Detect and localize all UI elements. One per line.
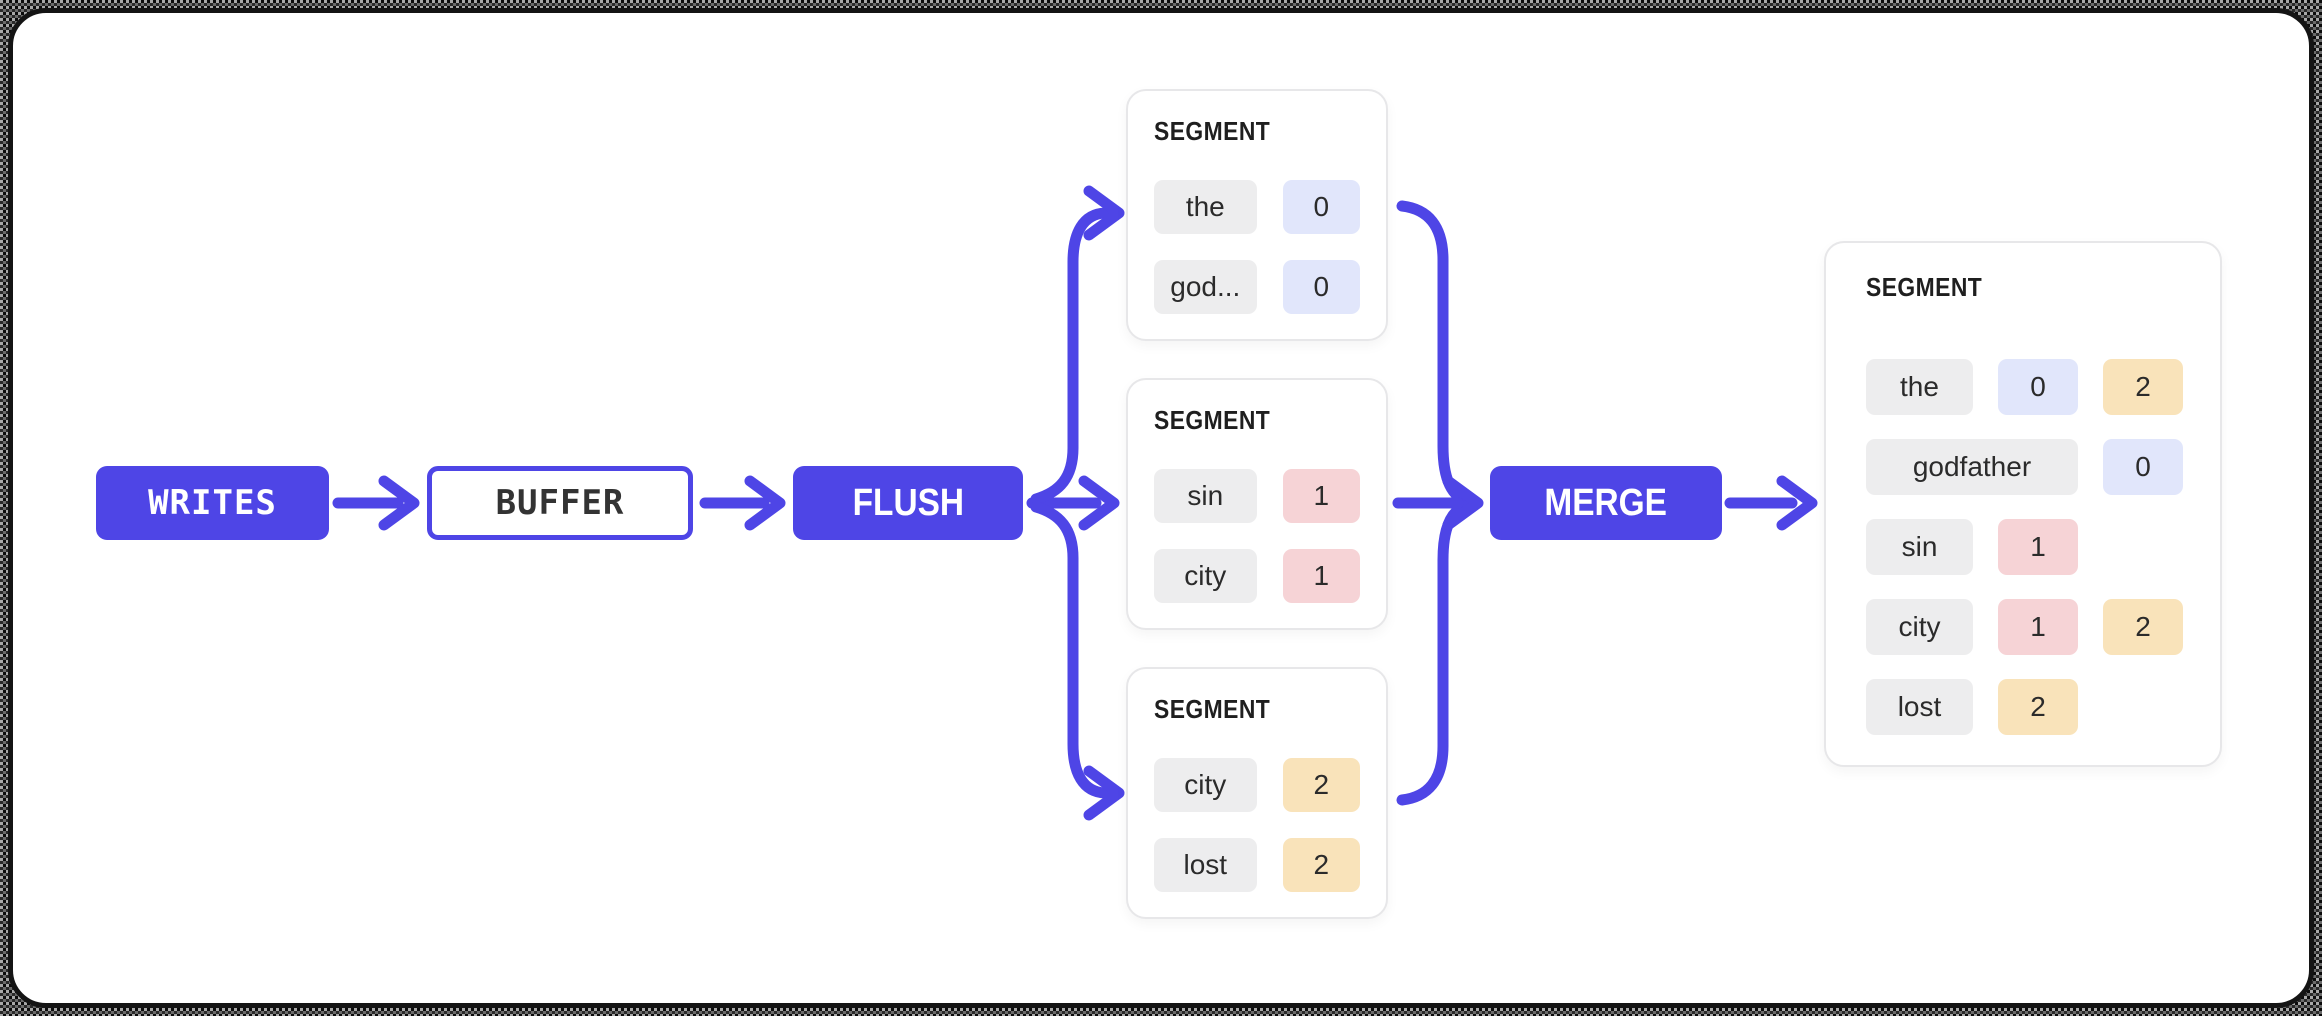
term-chip: lost — [1154, 838, 1257, 892]
segment-id-chip: 2 — [1282, 838, 1360, 892]
term-chip: godfather — [1866, 439, 2078, 495]
merged-segment-box: SEGMENT the 0 2 godfather 0 sin 1 city 1… — [1824, 241, 2222, 767]
segment-2-rows: sin 1 city 1 — [1154, 469, 1360, 603]
arrowhead-merge-segment — [1776, 475, 1818, 531]
node-merge-label: MERGE — [1544, 481, 1668, 524]
term-chip: god... — [1154, 260, 1257, 314]
segment-id-chip: 0 — [1998, 359, 2078, 415]
segment-row: the 0 — [1154, 180, 1360, 234]
segment-3-rows: city 2 lost 2 — [1154, 758, 1360, 892]
node-writes-label: WRITES — [148, 483, 277, 523]
segment-row: godfather 0 — [1866, 439, 2190, 495]
segment-box-1: SEGMENT the 0 god... 0 — [1126, 89, 1388, 341]
segment-id-chip: 2 — [1998, 679, 2078, 735]
segment-2-title: SEGMENT — [1154, 405, 1271, 435]
term-chip: the — [1866, 359, 1973, 415]
segment-id-chip: 1 — [1998, 519, 2078, 575]
segment-row: city 2 — [1154, 758, 1360, 812]
node-merge: MERGE — [1490, 466, 1722, 540]
arrow-segment3-merge — [1396, 499, 1474, 806]
arrowhead-buffer-flush — [744, 475, 786, 531]
segment-id-chip: 2 — [1282, 758, 1360, 812]
segment-box-3: SEGMENT city 2 lost 2 — [1126, 667, 1388, 919]
segment-row: sin 1 — [1866, 519, 2190, 575]
merged-segment-rows: the 0 2 godfather 0 sin 1 city 1 2 lost … — [1866, 359, 2190, 735]
arrowhead-flush-segment1 — [1083, 185, 1125, 241]
arrow-segment1-merge — [1396, 200, 1474, 507]
segment-row: lost 2 — [1866, 679, 2190, 735]
merged-segment-title: SEGMENT — [1866, 272, 1983, 302]
segment-id-chip: 2 — [2103, 359, 2183, 415]
segment-row: lost 2 — [1154, 838, 1360, 892]
segment-id-chip: 0 — [1282, 260, 1360, 314]
segment-id-chip: 1 — [1282, 469, 1360, 523]
arrow-flush-segment3-down — [1030, 501, 1111, 799]
segment-1-rows: the 0 god... 0 — [1154, 180, 1360, 314]
term-chip: the — [1154, 180, 1257, 234]
segment-id-chip: 2 — [2103, 599, 2183, 655]
term-chip: city — [1866, 599, 1973, 655]
term-chip: city — [1154, 549, 1257, 603]
node-flush-label: FLUSH — [852, 481, 964, 524]
segment-row: the 0 2 — [1866, 359, 2190, 415]
segment-row: sin 1 — [1154, 469, 1360, 523]
arrowhead-flush-segment2 — [1078, 475, 1120, 531]
segment-id-chip: 1 — [1998, 599, 2078, 655]
term-chip: lost — [1866, 679, 1973, 735]
node-buffer-label: BUFFER — [495, 483, 625, 523]
arrow-flush-segment1-up — [1030, 207, 1111, 505]
arrowhead-flush-segment3 — [1083, 765, 1125, 821]
segment-3-title: SEGMENT — [1154, 694, 1271, 724]
arrowhead-fanin-merge — [1442, 475, 1484, 531]
segment-1-title: SEGMENT — [1154, 116, 1271, 146]
node-writes: WRITES — [96, 466, 329, 540]
term-chip: sin — [1154, 469, 1257, 523]
segment-row: city 1 — [1154, 549, 1360, 603]
node-flush: FLUSH — [793, 466, 1023, 540]
segment-row: city 1 2 — [1866, 599, 2190, 655]
node-buffer: BUFFER — [427, 466, 693, 540]
term-chip: sin — [1866, 519, 1973, 575]
segment-id-chip: 0 — [1282, 180, 1360, 234]
segment-box-2: SEGMENT sin 1 city 1 — [1126, 378, 1388, 630]
segment-row: god... 0 — [1154, 260, 1360, 314]
segment-id-chip: 0 — [2103, 439, 2183, 495]
arrowhead-writes-buffer — [378, 475, 420, 531]
term-chip: city — [1154, 758, 1257, 812]
segment-id-chip: 1 — [1282, 549, 1360, 603]
